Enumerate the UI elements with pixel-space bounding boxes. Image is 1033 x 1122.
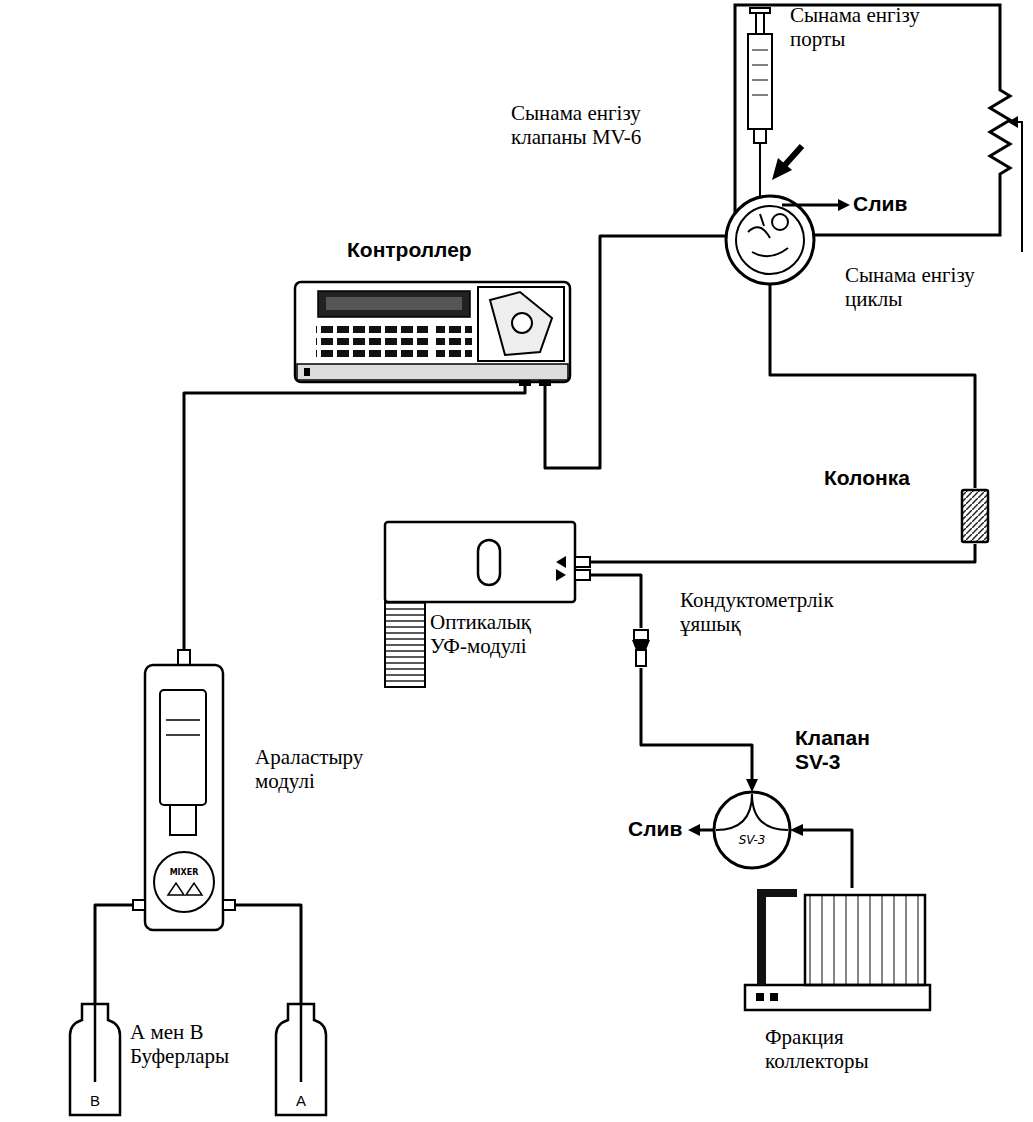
drain-label: Слив — [853, 192, 923, 216]
mixer-module: Араластыру модуліMIXER — [145, 650, 223, 930]
tubing-connector — [590, 544, 975, 562]
tubing-line — [590, 575, 641, 628]
buffer-bottle: A — [274, 1004, 328, 1116]
conductivity-cell: Кондуктометрлік ұяшық — [632, 628, 650, 668]
part-name: Клапан SV-3 — [795, 726, 890, 774]
tubing-connector — [95, 905, 133, 1004]
fraction-collector: Фракция коллекторы — [745, 888, 930, 1010]
tubing-connector — [590, 575, 641, 628]
column: Колонка — [960, 488, 990, 544]
part-name: Оптикалық УФ-модулі — [430, 610, 560, 658]
part-name: Кондуктометрлік ұяшық — [680, 588, 860, 636]
part-name: B — [68, 1092, 122, 1109]
tubing-line — [800, 830, 852, 888]
part-name: Контроллер — [347, 238, 517, 262]
tubing-connector — [545, 236, 726, 468]
buffer-bottle: B — [68, 1004, 122, 1116]
port-label: Сынама енгізу порты — [790, 3, 925, 51]
tubing-line — [545, 236, 726, 468]
part-marking: MIXER — [145, 868, 223, 877]
tubing-connector — [770, 284, 975, 488]
tubing-connector — [641, 668, 758, 792]
outlet-valve: Клапан SV-3SV-3 — [714, 792, 790, 868]
buffer-label: А мен В Буферлары — [130, 1020, 250, 1068]
arrow-head — [790, 824, 803, 836]
tubing-line — [590, 544, 975, 562]
part-name: Сынама енгізу клапаны MV-6 — [511, 101, 691, 149]
part-name: A — [274, 1092, 328, 1109]
tubing-line — [641, 668, 752, 782]
part-marking: SV-3 — [714, 834, 790, 848]
tubing-line — [770, 284, 975, 488]
tubing-line — [235, 905, 301, 1004]
injection-valve: Сынама енгізу клапаны MV-6 — [726, 196, 814, 284]
tubing-connector — [790, 824, 852, 888]
arrow-head — [746, 779, 758, 792]
uv-module: Оптикалық УФ-модулі — [385, 522, 590, 602]
controller-unit: Контроллер — [295, 280, 570, 386]
loop-label: Сынама енгізу циклы — [845, 263, 1005, 311]
part-name: Фракция коллекторы — [765, 1025, 915, 1073]
part-name: Араластыру модулі — [255, 745, 385, 793]
tubing-line — [95, 905, 133, 1004]
drain-label: Слив — [628, 817, 688, 841]
part-name: Колонка — [824, 466, 944, 490]
tubing-connector — [235, 905, 301, 1004]
